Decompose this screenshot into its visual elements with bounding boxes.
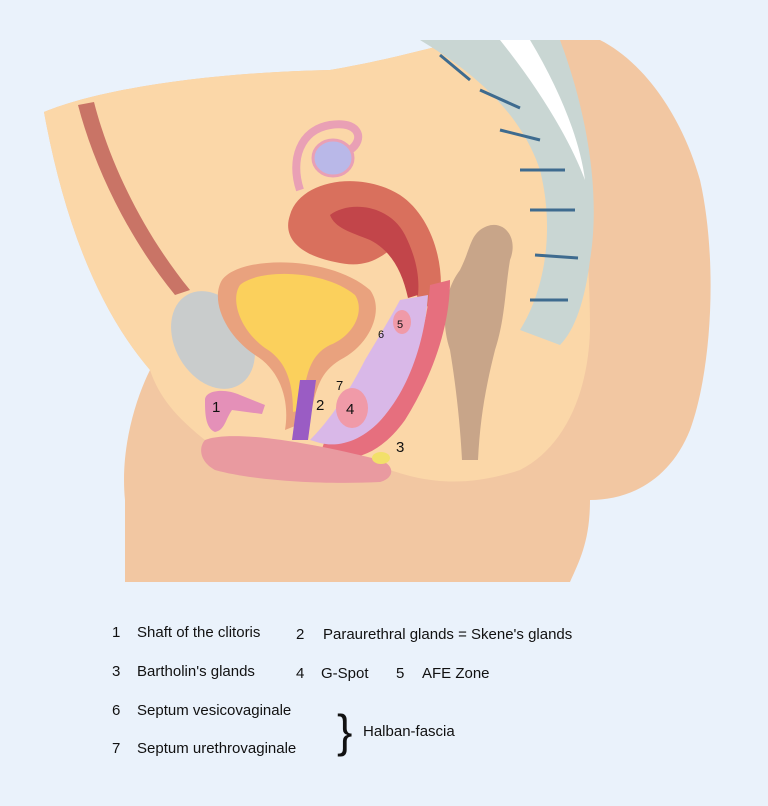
g-spot (336, 388, 368, 428)
marker-2: 2 (316, 397, 324, 414)
rectum (444, 224, 513, 460)
afe-zone (393, 310, 411, 334)
bladder (236, 273, 359, 412)
vaginal-wall (320, 280, 450, 459)
marker-6: 6 (378, 329, 384, 341)
vertebra-lines (439, 53, 579, 302)
vulva (201, 436, 392, 483)
ovary (311, 138, 355, 178)
bartholins-gland (372, 452, 390, 464)
spinal-canal (500, 40, 585, 180)
marker-4: 4 (346, 401, 354, 418)
marker-1: 1 (212, 399, 220, 416)
marker-5: 5 (397, 319, 403, 331)
uterus (288, 181, 441, 310)
clitoris-shaft (205, 390, 265, 432)
marker-3: 3 (396, 439, 404, 456)
abdominal-wall (78, 102, 190, 295)
uterus-inner (330, 206, 419, 298)
spine (420, 40, 594, 345)
paraurethral-glands (292, 380, 316, 440)
marker-7: 7 (336, 378, 343, 393)
fallopian-tube (292, 120, 363, 192)
